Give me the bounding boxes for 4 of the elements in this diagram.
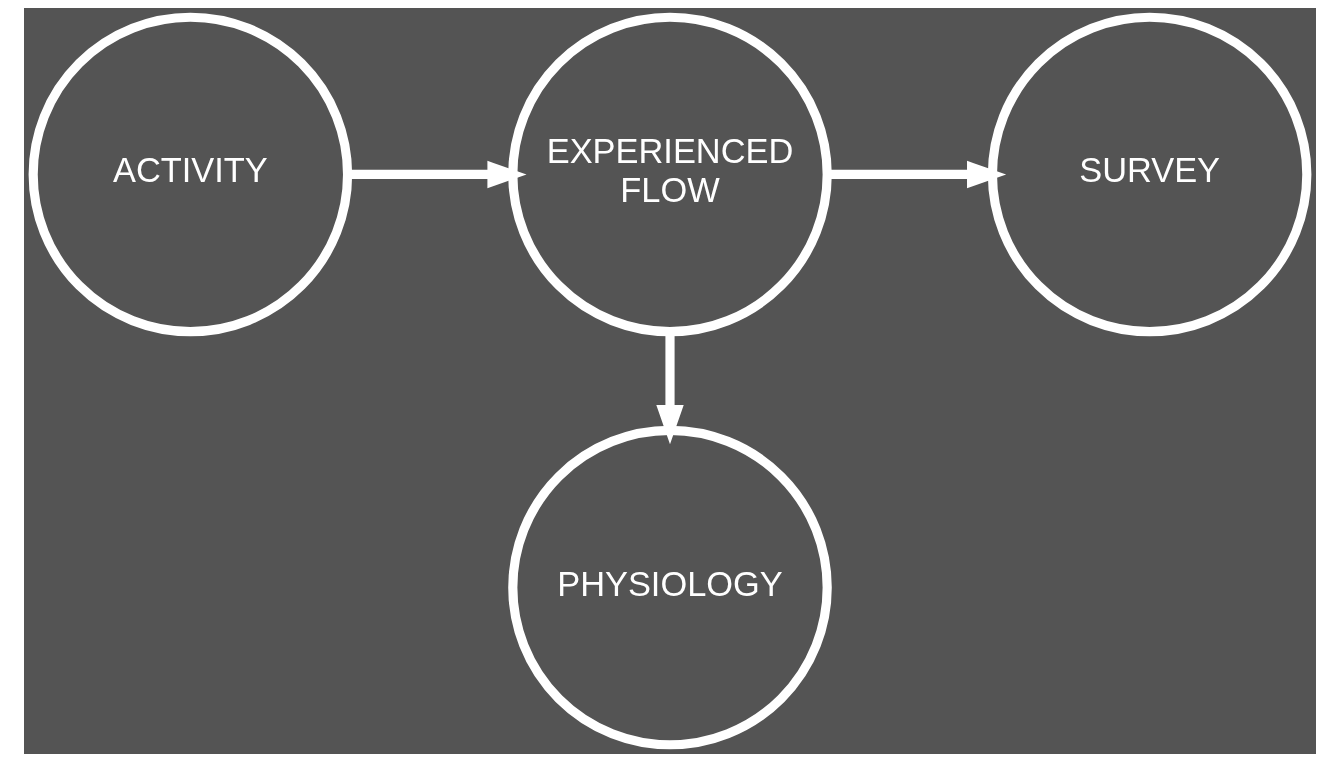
node-circle: ACTIVITY: [28, 12, 352, 337]
node-circle: SURVEY: [987, 12, 1311, 337]
node-circle: EXPERIENCED FLOW: [507, 12, 832, 337]
node-circle: PHYSIOLOGY: [507, 425, 832, 750]
